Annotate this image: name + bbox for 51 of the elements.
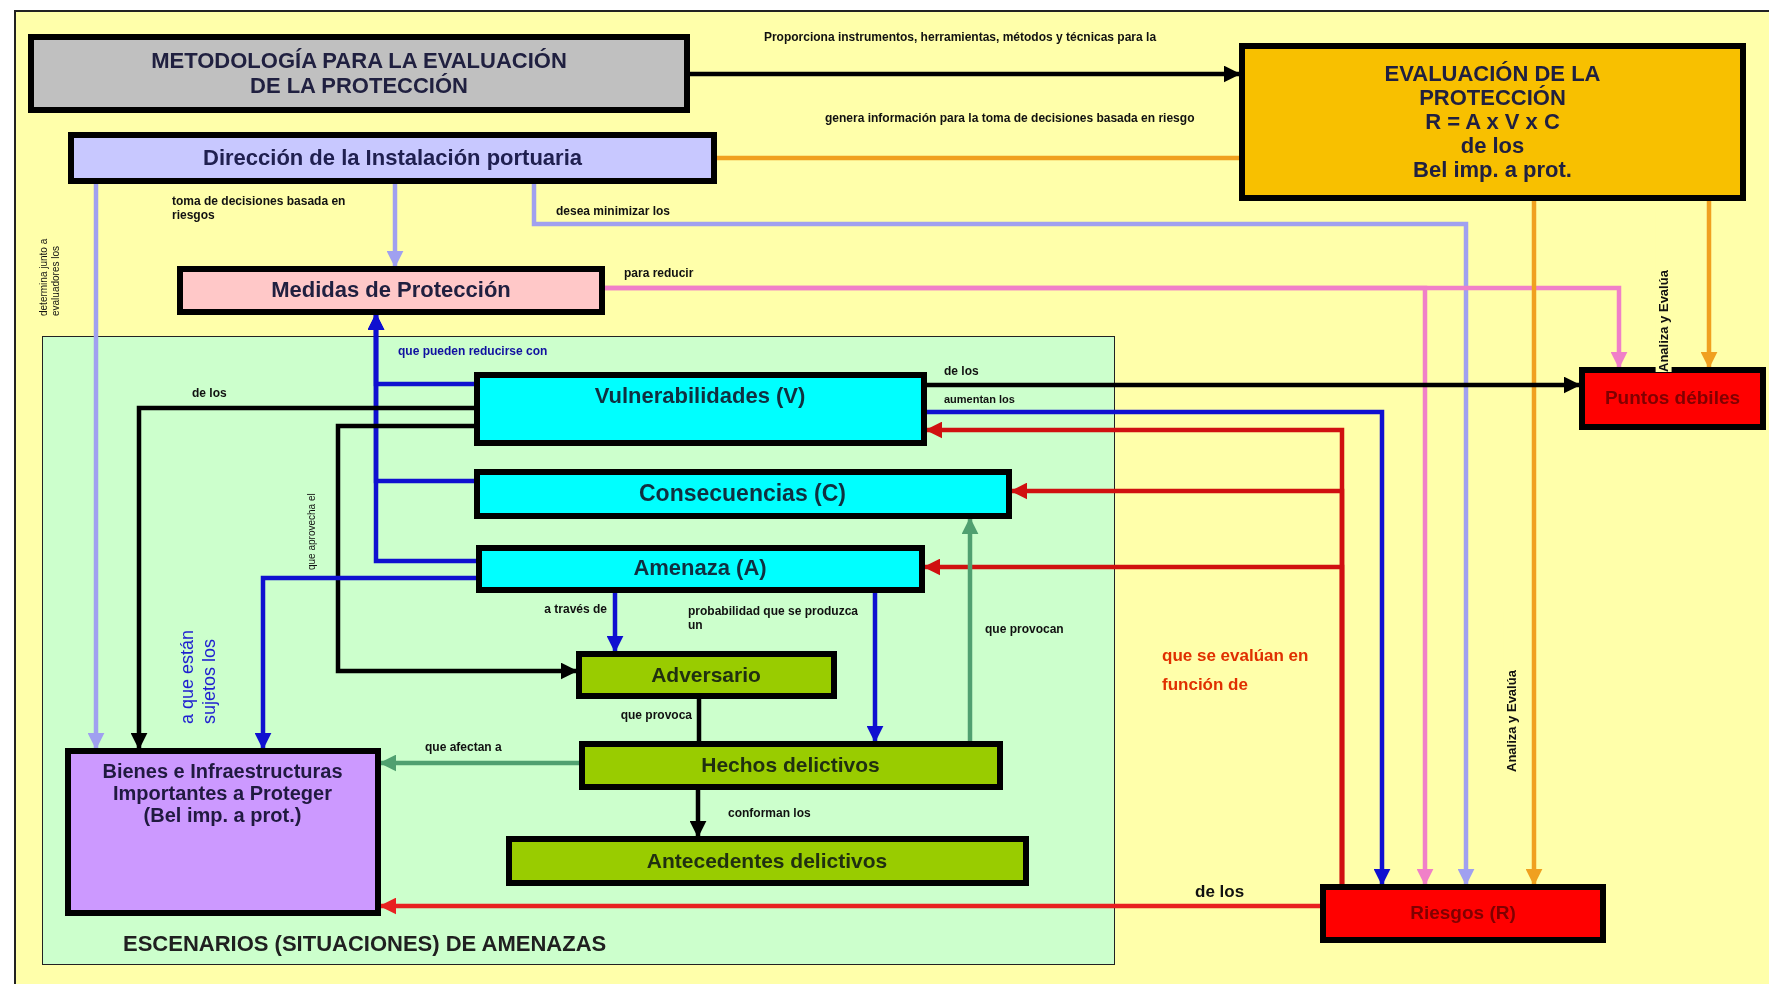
- arrow: [689, 790, 707, 838]
- box-label: Vulnerabilidades (V): [593, 383, 807, 408]
- box-label: Bienes e Infraestructuras Importantes a Proteger (Bel imp. a prot.): [101, 759, 344, 826]
- arrow: [379, 897, 1320, 915]
- process-box: [1239, 43, 1746, 201]
- arrow: [335, 423, 578, 680]
- box-label: METODOLOGÍA PARA LA EVALUACIÓN DE LA PROTECCIÓN: [150, 49, 568, 98]
- arrow: [130, 405, 474, 750]
- arrow: [87, 184, 105, 750]
- box-label: Puntos débiles: [1603, 388, 1742, 409]
- scenario-panel: [42, 336, 1115, 965]
- process-box: [505, 835, 1029, 886]
- process-box: [475, 544, 925, 593]
- process-box: [1320, 884, 1606, 943]
- arrow: [605, 285, 1434, 886]
- box-label: Adversario: [650, 662, 762, 687]
- arrow: [961, 517, 979, 741]
- box-label: Riesgos (R): [1409, 903, 1517, 924]
- arrow: [606, 593, 624, 653]
- box-label: Consecuencias (C): [637, 480, 848, 507]
- box-label: Antecedentes delictivos: [645, 848, 889, 873]
- process-box: [473, 468, 1012, 519]
- box-label: de los: [1459, 134, 1526, 159]
- arrow: [1700, 201, 1718, 369]
- arrow: [923, 558, 1345, 884]
- arrow: [1525, 201, 1543, 886]
- arrow: [254, 575, 476, 750]
- arrow: [379, 754, 579, 772]
- arrow: [866, 593, 884, 743]
- arrow: [690, 65, 1241, 83]
- box-label: Amenaza (A): [632, 556, 768, 581]
- process-box: [473, 371, 927, 446]
- process-box: [177, 266, 605, 315]
- box-label: EVALUACIÓN DE LA PROTECCIÓN: [1383, 61, 1602, 110]
- process-box: [68, 132, 717, 184]
- process-box: [64, 747, 381, 916]
- box-label: Hechos delictivos: [700, 753, 881, 777]
- connector-line: [696, 699, 702, 741]
- arrow: [367, 313, 476, 564]
- box-label: R = A x V x C: [1424, 109, 1561, 135]
- arrow: [927, 376, 1581, 394]
- process-box: [578, 740, 1003, 790]
- box-label: Medidas de Protección: [270, 278, 512, 303]
- process-box: [575, 650, 837, 699]
- box-label: Bel imp. a prot.: [1412, 158, 1573, 183]
- title-box: [28, 34, 690, 113]
- panel-heading: ESCENARIOS (SITUACIONES) DE AMENAZAS: [123, 931, 608, 958]
- arrow: [386, 184, 404, 268]
- box-label: Dirección de la Instalación portuaria: [202, 145, 583, 171]
- arrow: [531, 184, 1475, 886]
- connector-line: [717, 155, 1239, 161]
